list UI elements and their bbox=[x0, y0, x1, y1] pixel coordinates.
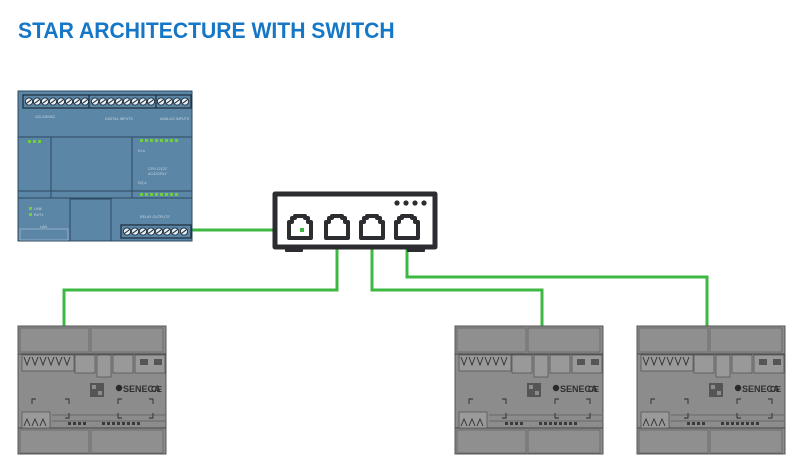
ethernet-switch[interactable] bbox=[272, 191, 438, 252]
switch-port-2[interactable] bbox=[324, 214, 350, 240]
diagram-title: STAR ARCHITECTURE WITH SWITCH bbox=[18, 18, 395, 43]
plc-status-leds bbox=[28, 140, 41, 143]
io-module-2[interactable]: SENECA bbox=[454, 325, 604, 455]
plc-label-digital-inputs: DIGITAL INPUTS bbox=[105, 117, 133, 121]
io-module-2-brand: SENECA bbox=[560, 384, 598, 394]
io-module-3[interactable]: SENECA bbox=[636, 325, 786, 455]
plc-label-dq: DQ a bbox=[138, 181, 146, 185]
link-switch-to-io-module-2 bbox=[370, 232, 544, 327]
plc-label-di: DI a bbox=[138, 149, 145, 153]
switch-port-1[interactable] bbox=[287, 214, 313, 240]
plc-model-sub: AC/DC/RLY bbox=[148, 172, 168, 176]
switch-port-4[interactable] bbox=[394, 214, 420, 240]
plc-model-label: CPU 1212C bbox=[148, 167, 168, 171]
io-module-1[interactable]: SENECA bbox=[17, 325, 167, 455]
link-switch-to-io-module-3 bbox=[405, 232, 709, 327]
plc-label-relay: RELAY OUTPUTS bbox=[140, 215, 170, 219]
switch-leds bbox=[394, 200, 427, 206]
plc-output-leds bbox=[140, 193, 178, 196]
plc-label-link: LINK bbox=[34, 207, 43, 211]
plc-label-power: 120-240VAC bbox=[35, 115, 56, 119]
link-switch-to-io-module-1 bbox=[62, 232, 339, 327]
plc-label-rxtx: Rx/Tx bbox=[34, 213, 44, 217]
plc-label-lan: LAN bbox=[40, 225, 47, 229]
io-module-1-brand: SENECA bbox=[123, 384, 161, 394]
plc-device[interactable]: 120-240VAC DIGITAL INPUTS ANALOG INPUTS … bbox=[17, 90, 193, 242]
plc-label-analog-inputs: ANALOG INPUTS bbox=[160, 117, 190, 121]
plc-link-leds bbox=[29, 207, 32, 216]
switch-port-3[interactable] bbox=[359, 214, 385, 240]
io-module-3-brand: SENECA bbox=[742, 384, 780, 394]
plc-input-leds bbox=[140, 139, 178, 142]
